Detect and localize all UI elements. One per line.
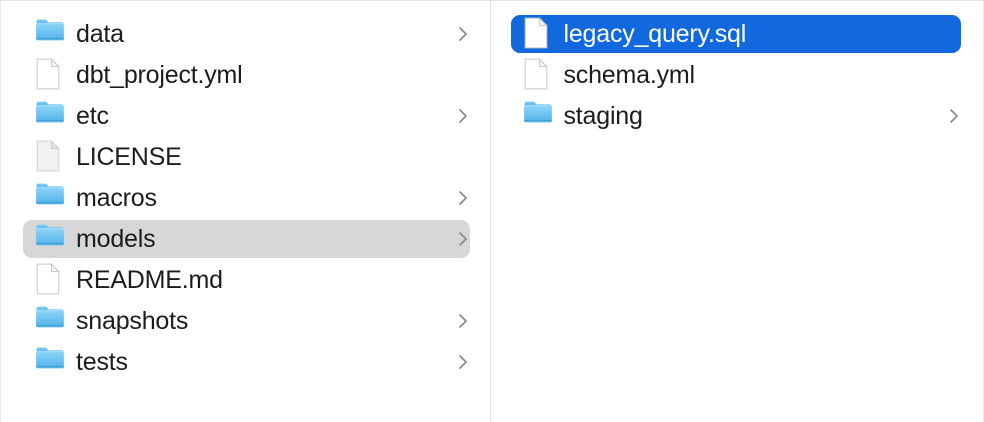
item-label: data	[76, 20, 124, 48]
disclosure-chevron-icon[interactable]	[456, 188, 470, 208]
disclosure-chevron-icon[interactable]	[947, 106, 961, 126]
document-icon	[35, 58, 65, 92]
folder-row[interactable]: macros	[23, 179, 470, 217]
file-row[interactable]: schema.yml	[511, 56, 962, 94]
file-column-child: legacy_query.sql schema.yml staging	[490, 1, 983, 422]
document-icon	[523, 17, 553, 51]
disclosure-chevron-icon[interactable]	[456, 24, 470, 44]
item-label: legacy_query.sql	[563, 20, 747, 48]
file-row[interactable]: dbt_project.yml	[23, 56, 470, 94]
item-label: macros	[76, 184, 157, 212]
file-row[interactable]: LICENSE	[23, 138, 470, 176]
folder-icon	[35, 304, 65, 338]
item-label: staging	[563, 102, 643, 130]
folder-row[interactable]: data	[23, 15, 470, 53]
disclosure-chevron-icon[interactable]	[456, 352, 470, 372]
folder-row[interactable]: etc	[23, 97, 470, 135]
folder-icon	[35, 181, 65, 215]
folder-row[interactable]: snapshots	[23, 302, 470, 340]
folder-icon	[523, 99, 553, 133]
item-label: dbt_project.yml	[76, 61, 243, 89]
folder-row[interactable]: staging	[511, 97, 962, 135]
document-plain-icon	[35, 140, 65, 174]
document-icon	[523, 58, 553, 92]
folder-row[interactable]: models	[23, 220, 470, 258]
disclosure-chevron-icon[interactable]	[456, 106, 470, 126]
file-row[interactable]: legacy_query.sql	[510, 15, 961, 53]
folder-icon	[35, 222, 65, 256]
item-label: README.md	[76, 266, 223, 294]
folder-icon	[35, 99, 65, 133]
folder-row[interactable]: tests	[23, 343, 470, 381]
item-label: etc	[76, 102, 109, 130]
item-label: tests	[76, 348, 128, 376]
item-label: LICENSE	[76, 143, 182, 171]
disclosure-chevron-icon[interactable]	[456, 311, 470, 331]
folder-icon	[35, 345, 65, 379]
item-label: snapshots	[76, 307, 189, 335]
disclosure-chevron-icon[interactable]	[456, 229, 470, 249]
document-icon	[35, 263, 65, 297]
item-label: schema.yml	[563, 61, 696, 89]
item-label: models	[76, 225, 156, 253]
folder-icon	[35, 17, 65, 51]
file-row[interactable]: README.md	[23, 261, 470, 299]
